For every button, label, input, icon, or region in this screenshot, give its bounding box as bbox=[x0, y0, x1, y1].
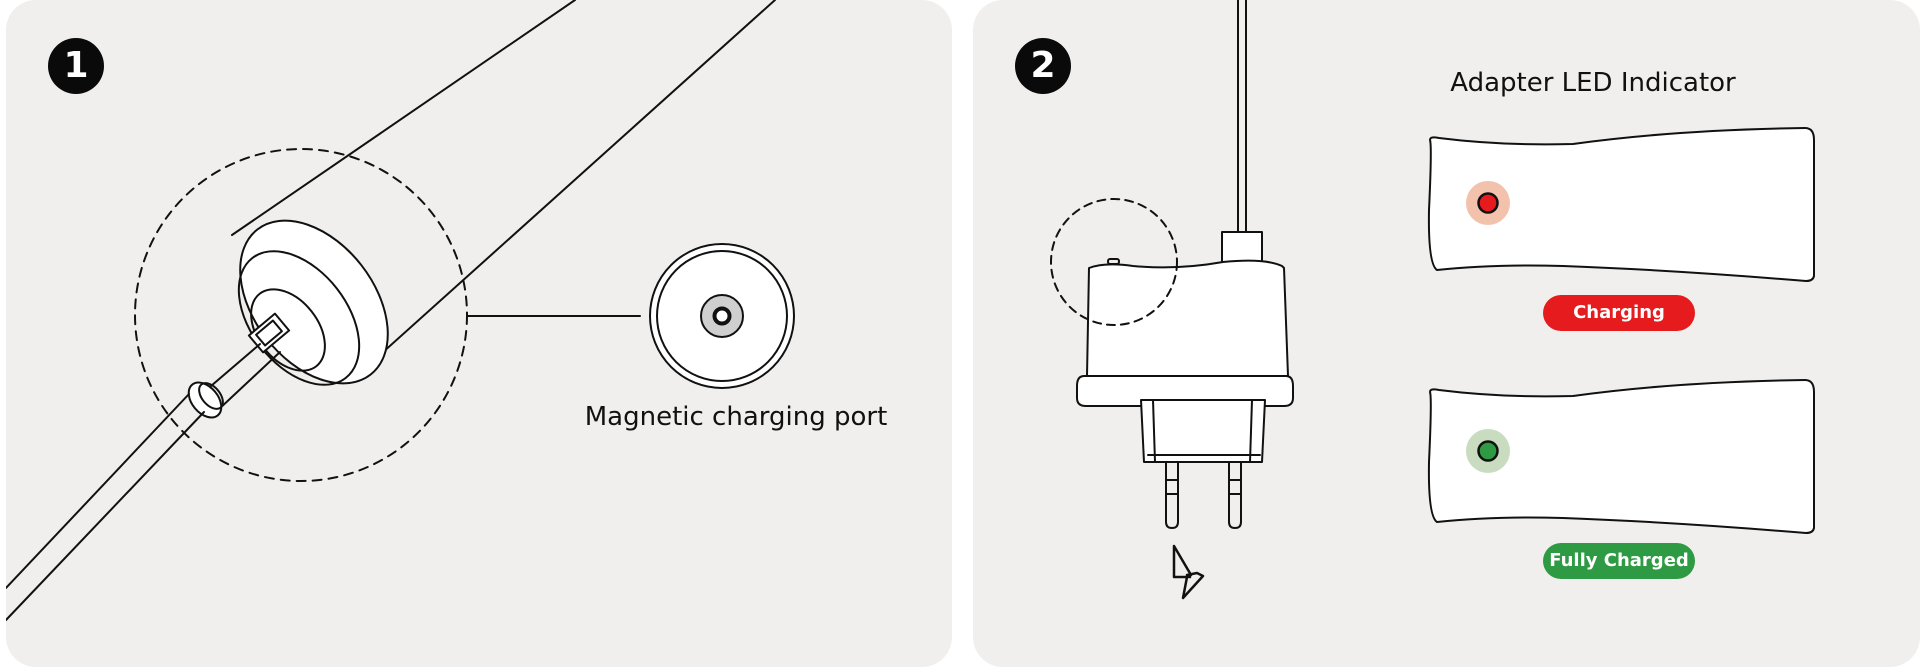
led-closeup-charging bbox=[1427, 127, 1815, 282]
adapter-led-illustration bbox=[1050, 0, 1815, 600]
led-indicator-title: Adapter LED Indicator bbox=[1450, 68, 1736, 98]
step-2-panel: 2 bbox=[973, 0, 1920, 667]
magnifier-circle bbox=[134, 148, 468, 482]
led-closeup-charged bbox=[1427, 379, 1815, 534]
device-charging-illustration bbox=[6, 0, 795, 621]
charging-status-badge: Charging bbox=[1543, 295, 1695, 331]
charging-cable-icon bbox=[6, 312, 291, 621]
port-caption: Magnetic charging port bbox=[584, 402, 888, 432]
step-2-badge: 2 bbox=[1015, 38, 1071, 94]
step-1-panel: 1 bbox=[6, 0, 952, 667]
power-adapter-icon bbox=[1076, 0, 1294, 529]
fully-charged-status-badge: Fully Charged bbox=[1543, 543, 1695, 579]
led-magnifier-circle bbox=[1050, 198, 1178, 326]
device-body-icon bbox=[231, 0, 776, 381]
device-end-cap bbox=[237, 219, 389, 386]
magnetic-port-icon bbox=[649, 243, 795, 389]
step-1-badge: 1 bbox=[48, 38, 104, 94]
lightning-bolt-icon bbox=[1172, 544, 1205, 600]
